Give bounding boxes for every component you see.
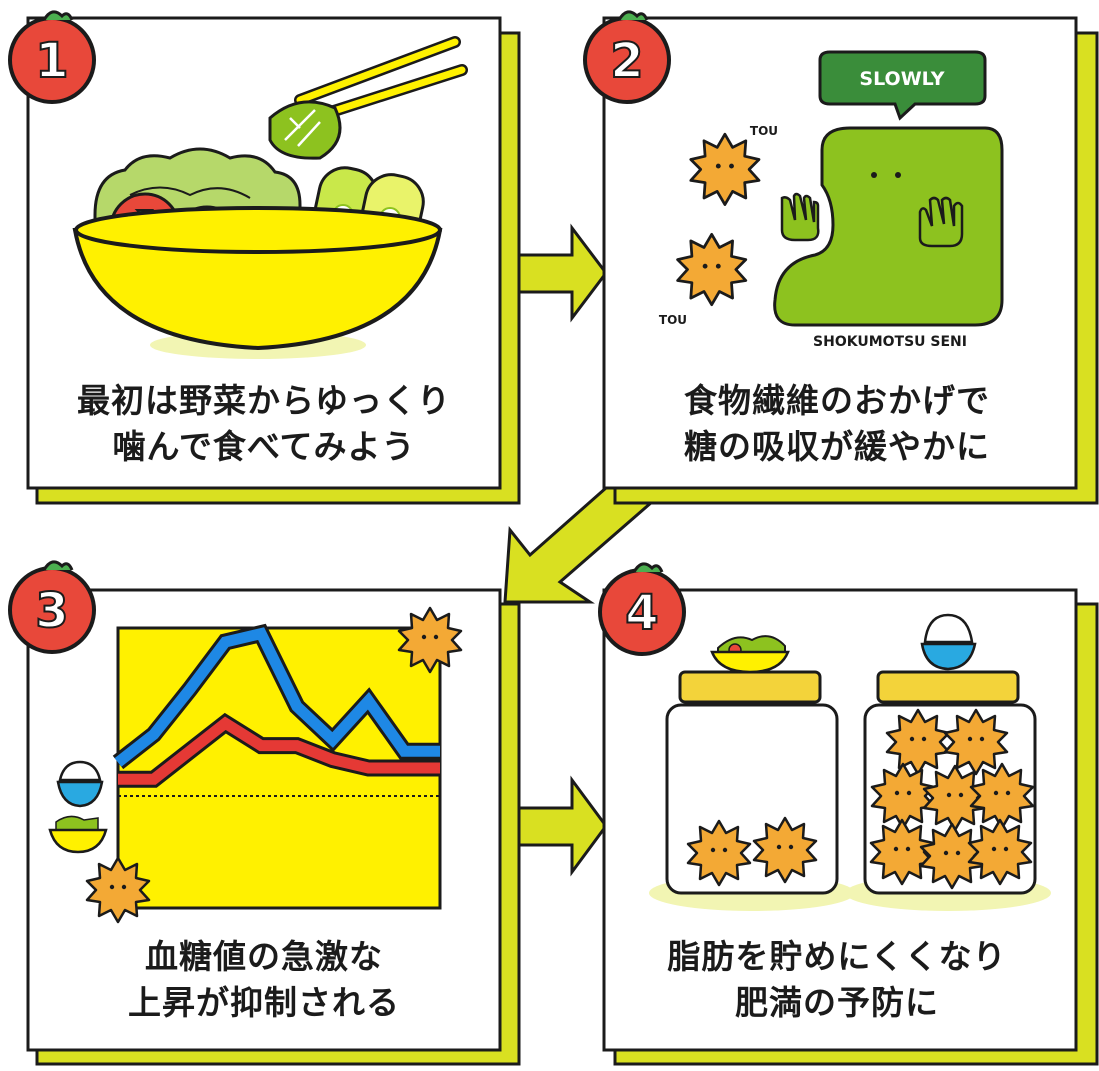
badge-2: 2 — [583, 9, 671, 104]
chart-series-layer — [112, 623, 440, 788]
tou-label-top: TOU — [750, 124, 778, 138]
arrow-2-to-3 — [503, 476, 665, 604]
badge-4-number: 4 — [625, 585, 658, 641]
rice-bowl-icon — [920, 613, 977, 671]
panel-1-caption-line-2: 噛んで食べてみよう — [112, 427, 416, 466]
panel-2-caption-line-2: 糖の吸収が緩やかに — [684, 427, 990, 466]
tou-label-bottom: TOU — [659, 313, 687, 327]
series-2-line — [118, 716, 440, 785]
panel-1-caption-line-1: 最初は野菜からゆっくり — [77, 381, 451, 420]
series-1-line — [114, 627, 440, 767]
panel-3-caption: 血糖値の急激な 上昇が抑制される — [31, 934, 497, 1026]
panel-4-caption-line-1: 脂肪を貯めにくくなり — [667, 937, 1007, 976]
panel-3-caption-line-1: 血糖値の急激な — [145, 937, 383, 976]
shokumotsu-seni-label: SHOKUMOTSU SENI — [813, 334, 967, 350]
panel-2-caption-line-1: 食物繊維のおかげで — [684, 381, 990, 420]
salad-bowl-illustration — [72, 36, 468, 359]
panel-3-caption-line-2: 上昇が抑制される — [128, 983, 400, 1022]
slowly-label: SLOWLY — [859, 68, 944, 90]
glucose-chart — [48, 606, 463, 924]
panel-2-caption: 食物繊維のおかげで 糖の吸収が緩やかに — [604, 378, 1070, 470]
badge-3: 3 — [8, 559, 96, 654]
panel-1-caption: 最初は野菜からゆっくり 噛んで食べてみよう — [31, 378, 497, 470]
panel-4-caption-line-2: 肥満の予防に — [735, 983, 939, 1022]
badge-2-number: 2 — [610, 33, 643, 89]
badge-1: 1 — [8, 9, 96, 104]
panel-4-caption: 脂肪を貯めにくくなり 肥満の予防に — [604, 934, 1070, 1026]
fiber-illustration — [676, 50, 1004, 327]
rice-bowl-icon — [56, 760, 104, 808]
jar-comparison — [649, 613, 1051, 911]
badge-3-number: 3 — [35, 583, 68, 639]
badge-4: 4 — [598, 561, 686, 656]
badge-1-number: 1 — [35, 33, 68, 89]
salad-bowl-icon — [48, 815, 108, 854]
salad-bowl-icon — [710, 635, 790, 674]
